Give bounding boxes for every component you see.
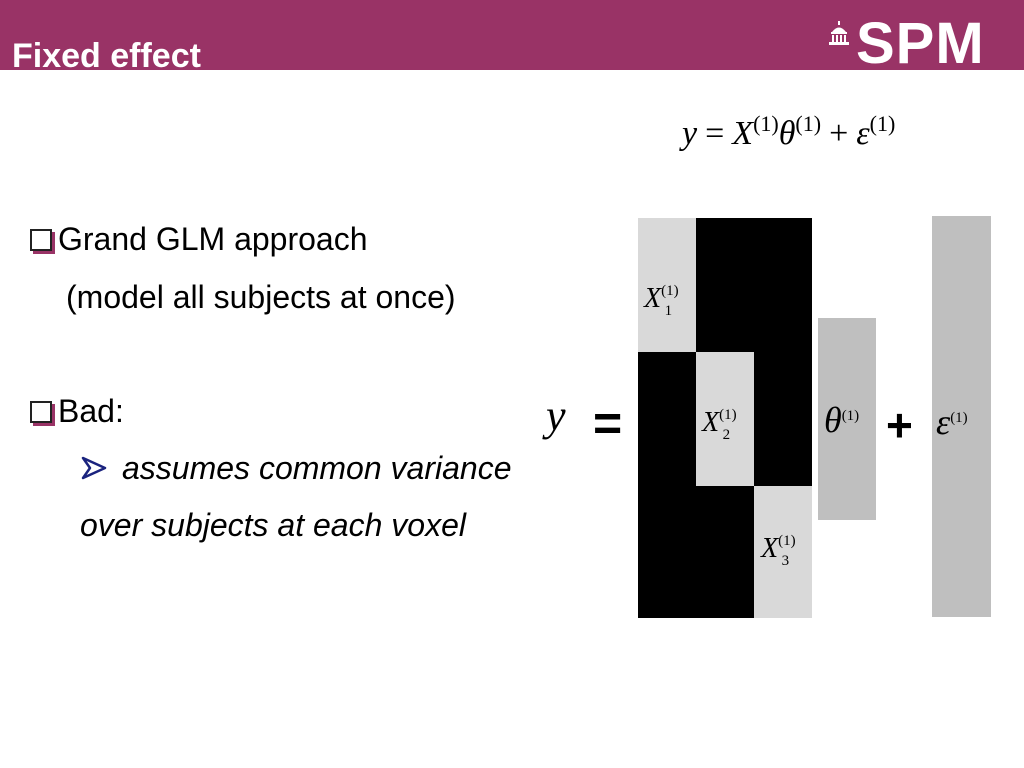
design-block-3 (754, 486, 812, 618)
capitol-building-icon (829, 21, 849, 45)
slide-header: Fixed effect SPM (0, 0, 1024, 70)
eq-X: X (732, 115, 754, 152)
eq-plus: + (829, 115, 849, 152)
glm-equation: y=X(1)θ(1)+ε(1) (682, 112, 895, 156)
sub-bullet-line-2: over subjects at each voxel (80, 507, 466, 543)
eq-theta-sup: (1) (795, 111, 822, 136)
eq-theta: θ (778, 115, 796, 152)
arrow-bullet-icon (81, 456, 107, 480)
parameter-bar (818, 318, 876, 520)
slide-title: Fixed effect (12, 37, 201, 70)
bullet-text: Bad: (58, 393, 124, 429)
eq-eps: ε (856, 115, 870, 152)
design-block-2-label: X(1)2 (702, 407, 737, 443)
epsilon-label: ε(1) (936, 402, 968, 442)
bullet-continuation: (model all subjects at once) (66, 279, 456, 315)
square-bullet-icon (30, 229, 52, 251)
plus-sign: + (886, 399, 913, 451)
equals-sign: = (593, 395, 623, 451)
error-bar (932, 216, 991, 617)
spm-logo-text: SPM (856, 11, 985, 71)
eq-X-sup: (1) (753, 111, 779, 136)
y-label: y (546, 391, 566, 440)
design-block-1-label: X(1)1 (644, 283, 679, 319)
eq-equals: = (705, 115, 725, 152)
square-bullet-icon (30, 401, 52, 423)
bullet-grand-glm: Grand GLM approach (30, 219, 368, 259)
bullet-bad: Bad: (30, 391, 124, 431)
bullet-text: Grand GLM approach (58, 221, 368, 257)
design-block-2 (696, 352, 754, 486)
spm-logo: SPM (828, 15, 1008, 70)
eq-eps-sup: (1) (869, 111, 896, 136)
sub-bullet-line-1: assumes common variance (122, 450, 512, 486)
theta-label: θ(1) (824, 400, 860, 440)
design-block-3-label: X(1)3 (761, 533, 796, 569)
eq-y: y (682, 115, 698, 152)
design-block-1 (638, 218, 696, 352)
